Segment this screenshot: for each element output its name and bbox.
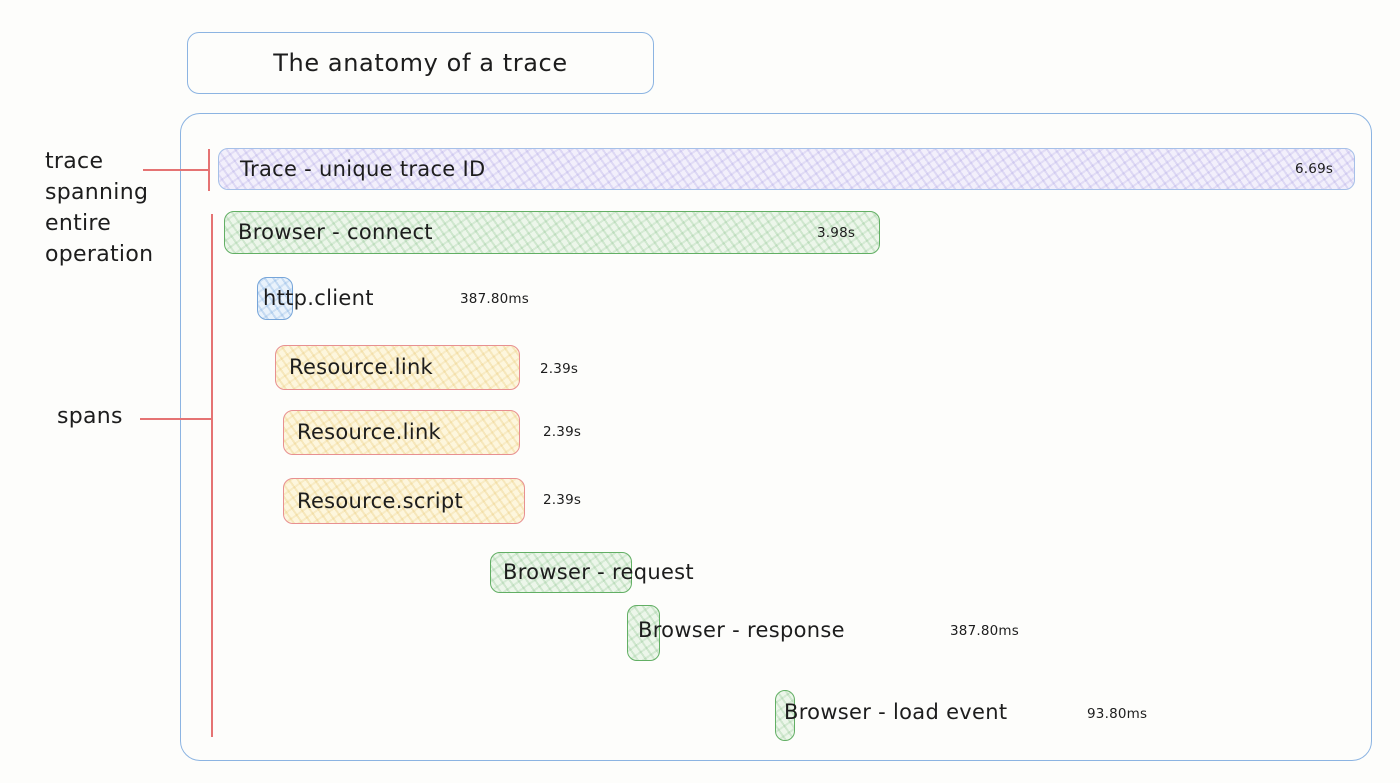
spans-note-label: spans	[57, 404, 123, 429]
resource-link-2-span-duration: 2.39s	[543, 424, 582, 440]
browser-connect-span-duration: 3.98s	[817, 225, 856, 241]
diagram-title-box: The anatomy of a trace	[187, 32, 654, 94]
browser-load-event-span-duration: 93.80ms	[1087, 706, 1148, 722]
resource-script-span-label: Resource.script	[297, 489, 463, 513]
browser-connect-span-bar	[224, 211, 880, 254]
browser-response-span-duration: 387.80ms	[950, 623, 1020, 639]
resource-script-span-duration: 2.39s	[543, 492, 582, 508]
browser-load-event-span-label: Browser - load event	[784, 700, 1008, 724]
http-client-span-label: http.client	[263, 286, 374, 310]
browser-request-span-label: Browser - request	[503, 560, 694, 584]
trace-note-connector-line	[143, 169, 209, 171]
resource-link-1-span-label: Resource.link	[289, 355, 434, 379]
spans-note-connector-line	[140, 418, 211, 420]
browser-response-span-bar	[627, 605, 660, 661]
spans-bracket-line	[211, 214, 213, 737]
resource-script-span-bar	[283, 478, 525, 524]
trace-note-label: trace spanning entire operation	[45, 149, 154, 267]
http-client-span-duration: 387.80ms	[460, 291, 530, 307]
diagram-title: The anatomy of a trace	[273, 49, 568, 77]
trace-span-duration: 6.69s	[1295, 161, 1334, 177]
browser-connect-span-label: Browser - connect	[238, 220, 433, 244]
browser-load-event-span-bar	[775, 690, 795, 741]
resource-link-1-span-bar	[275, 345, 520, 390]
resource-link-1-span-duration: 2.39s	[540, 361, 579, 377]
trace-container-frame	[180, 113, 1372, 761]
http-client-span-bar	[257, 277, 293, 320]
trace-span-bar	[218, 148, 1355, 190]
resource-link-2-span-label: Resource.link	[297, 420, 442, 444]
resource-link-2-span-bar	[283, 410, 520, 455]
browser-request-span-bar	[490, 552, 632, 593]
trace-note-connector-tick	[208, 149, 210, 191]
browser-response-span-label: Browser - response	[638, 618, 845, 642]
trace-span-label: Trace - unique trace ID	[240, 157, 486, 181]
